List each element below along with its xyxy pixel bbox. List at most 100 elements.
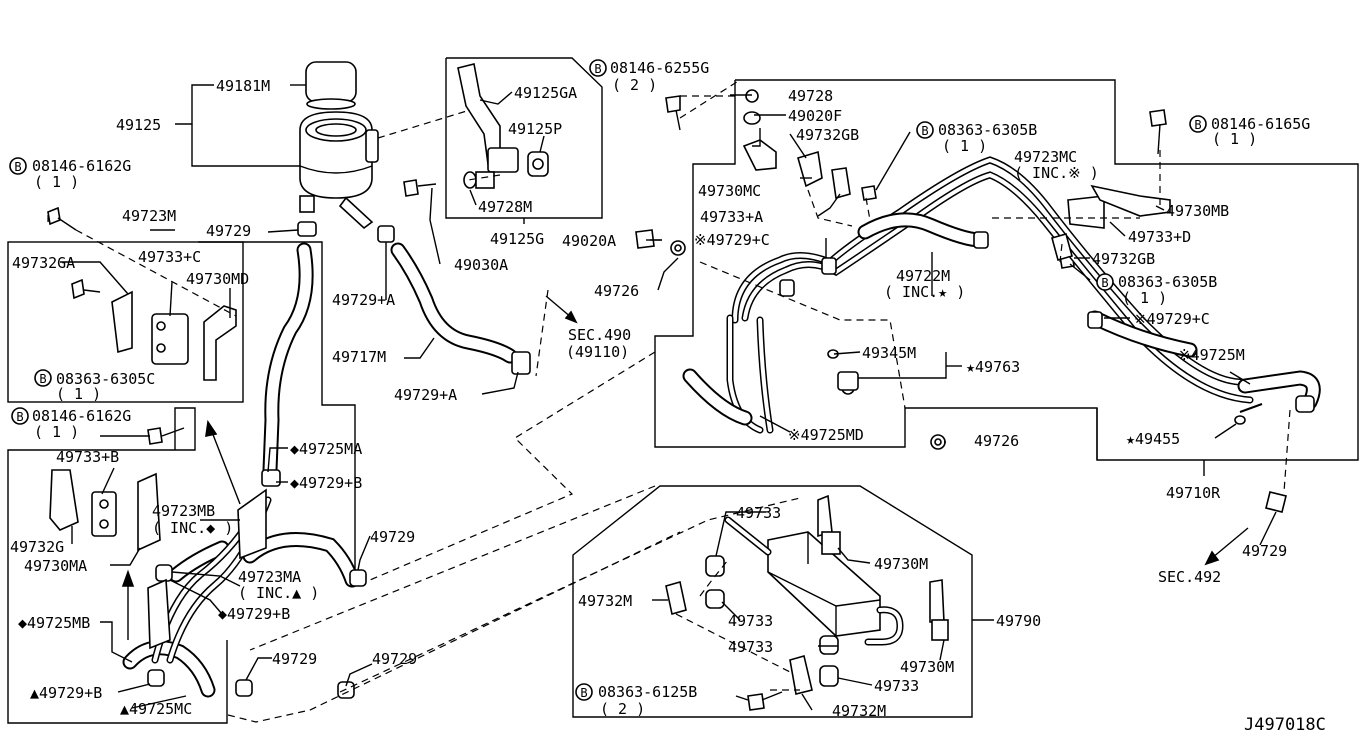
label-08363-6305B-b: 08363-6305B	[1118, 273, 1217, 291]
label-49729B-a: ◆49729+B	[290, 474, 362, 492]
label-49732G: 49732G	[10, 538, 64, 556]
label-49723MB: 49723MB	[152, 502, 215, 520]
label-49733-b: 49733	[728, 612, 773, 630]
label-49125GA: 49125GA	[514, 84, 577, 102]
part-labels: 49181M 49125 49125GA 49125P 49728M 49125…	[10, 59, 1326, 735]
label-49030A: 49030A	[454, 256, 508, 274]
label-49732M-b: 49732M	[832, 702, 886, 720]
label-49110: (49110)	[566, 343, 629, 361]
label-49723MC: 49723MC	[1014, 148, 1077, 166]
label-qty-1c: ( 1 )	[1122, 289, 1167, 307]
label-08363-6305B-a: 08363-6305B	[938, 121, 1037, 139]
label-49726-b: 49726	[974, 432, 1019, 450]
label-49710R: 49710R	[1166, 484, 1221, 502]
label-inc-triangle: ( INC.▲ )	[238, 584, 319, 602]
label-08146-6162G-b: 08146-6162G	[32, 407, 131, 425]
label-49725MD: ※49725MD	[788, 426, 864, 444]
brackets-left	[49, 290, 267, 650]
label-49723M: 49723M	[122, 207, 176, 225]
diagram-id: J497018C	[1244, 715, 1326, 735]
label-49723MA: 49723MA	[238, 568, 301, 586]
label-49733D: 49733+D	[1128, 228, 1191, 246]
label-49733B: 49733+B	[56, 448, 119, 466]
bolt-symbol-icon: B	[916, 121, 934, 139]
bolt-symbol-icon: B	[34, 369, 52, 387]
label-49729-bl: 49729	[272, 650, 317, 668]
svg-text:B: B	[16, 410, 23, 424]
label-49730MB: 49730MB	[1166, 202, 1229, 220]
label-49125G: 49125G	[490, 230, 544, 248]
label-qty-1d: ( 1 )	[34, 173, 79, 191]
label-49730M-b: 49730M	[900, 658, 954, 676]
svg-text:B: B	[921, 124, 928, 138]
label-49733C: 49733+C	[138, 248, 201, 266]
label-49728: 49728	[788, 87, 833, 105]
label-08146-6255G: 08146-6255G	[610, 59, 709, 77]
frames	[7, 57, 1359, 724]
label-qty-2a: ( 2 )	[612, 76, 657, 94]
label-49732GB-b: 49732GB	[1092, 250, 1155, 268]
bolt-symbol-icon: B	[575, 683, 593, 701]
hoses-left	[122, 221, 531, 699]
label-49732GB-a: 49732GB	[796, 126, 859, 144]
label-49733A: 49733+A	[700, 208, 763, 226]
bolt-symbol-icon: B	[1189, 115, 1207, 133]
label-49726-a: 49726	[594, 282, 639, 300]
label-49729A-b: 49729+A	[394, 386, 457, 404]
svg-text:B: B	[1101, 276, 1108, 290]
label-49729A-a: 49729+A	[332, 291, 395, 309]
bolt-symbol-icon: B	[589, 59, 607, 77]
svg-text:B: B	[14, 160, 21, 174]
label-49729-mid: 49729	[370, 528, 415, 546]
arrows	[121, 295, 1249, 640]
label-49733-c: 49733	[728, 638, 773, 656]
svg-text:B: B	[39, 372, 46, 386]
label-49020A: 49020A	[562, 232, 616, 250]
reservoir-tank	[299, 61, 379, 230]
bolt-symbol-icon: B	[1096, 273, 1114, 291]
label-qty-1b: ( 1 )	[1212, 130, 1257, 148]
label-49455: ★49455	[1126, 430, 1180, 448]
label-49125: 49125	[116, 116, 161, 134]
label-49729-r: 49729	[1242, 542, 1287, 560]
label-49729B-b: ◆49729+B	[218, 605, 290, 623]
label-49717M: 49717M	[332, 348, 386, 366]
svg-text:B: B	[594, 62, 601, 76]
label-49125P: 49125P	[508, 120, 562, 138]
label-sec492: SEC.492	[1158, 568, 1221, 586]
label-49020F: 49020F	[788, 107, 842, 125]
label-49181M: 49181M	[216, 77, 270, 95]
label-49730MA: 49730MA	[24, 557, 87, 575]
label-49729C-a: ※49729+C	[1134, 310, 1210, 328]
label-49725MC: ▲49725MC	[120, 700, 192, 718]
label-08363-6125B: 08363-6125B	[598, 683, 697, 701]
label-08146-6165G: 08146-6165G	[1211, 115, 1310, 133]
label-inc-star: ( INC.★ )	[884, 283, 965, 301]
leader-lines	[60, 84, 1277, 711]
bolt-symbol-icon: B	[11, 407, 29, 425]
label-49725MA: ◆49725MA	[290, 440, 362, 458]
oil-cooler	[665, 494, 949, 695]
label-49729-bm: 49729	[372, 650, 417, 668]
label-qty-1a: ( 1 )	[942, 137, 987, 155]
pressure-tubes	[682, 139, 1321, 513]
label-49725M-x: ※49725M	[1178, 346, 1245, 364]
label-qty-1f: ( 1 )	[34, 423, 79, 441]
dashed-lines	[47, 79, 1291, 723]
label-49730M-a: 49730M	[874, 555, 928, 573]
label-49790: 49790	[996, 612, 1041, 630]
label-49728M: 49728M	[478, 198, 532, 216]
label-49729C-b: ※49729+C	[694, 231, 770, 249]
label-49732GA: 49732GA	[12, 254, 75, 272]
label-sec490: SEC.490	[568, 326, 631, 344]
reservoir-bracket	[457, 63, 549, 189]
label-08363-6305C: 08363-6305C	[56, 370, 155, 388]
label-49733-a: 49733	[736, 504, 781, 522]
label-inc-star-x: ( INC.※ )	[1014, 164, 1099, 182]
label-49725MB: ◆49725MB	[18, 614, 90, 632]
label-49729B-c: ▲49729+B	[30, 684, 102, 702]
label-08146-6162G-a: 08146-6162G	[32, 157, 131, 175]
svg-text:B: B	[1194, 118, 1201, 132]
label-49722M: 49722M	[896, 267, 950, 285]
